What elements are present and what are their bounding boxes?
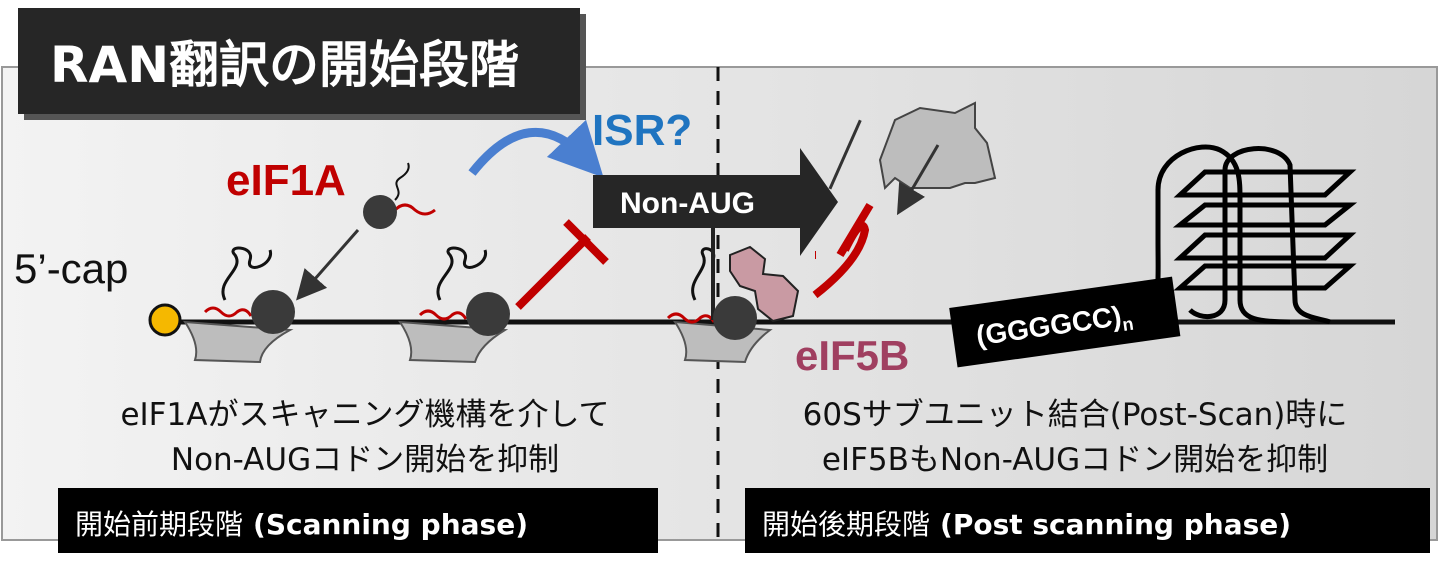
g-quadruplex-icon: [1148, 144, 1358, 325]
non-aug-arrow: [593, 148, 838, 256]
phase-label-post-scanning: 開始後期段階 (Post scanning phase): [745, 488, 1430, 553]
subunit-binding-arrow: [828, 119, 862, 190]
title-box: [18, 8, 580, 114]
cap-icon: [148, 303, 182, 337]
eif1a-label: eIF1A: [226, 156, 346, 205]
phase-left-en: (Scanning phase): [253, 508, 528, 541]
phase-right-jp: 開始後期段階: [762, 508, 930, 541]
ribosome-40s-2: [398, 246, 510, 364]
eif-factor-icon: [466, 292, 510, 336]
cap-label: 5’-cap: [14, 245, 128, 292]
left-caption-line-1: eIF1Aがスキャニング機構を介して: [120, 397, 609, 433]
inhibition-symbol-eif1a: [515, 219, 609, 310]
phase-right-en: (Post scanning phase): [940, 508, 1291, 541]
repeat-subscript: n: [1121, 314, 1135, 335]
inhibition-symbol-eif5b: [812, 202, 874, 299]
binding-arrow: [296, 229, 360, 301]
ribosome-40s-3: [666, 228, 800, 364]
free-eif1a: [363, 162, 436, 229]
eif5b-label: eIF5B: [795, 332, 909, 379]
svg-text:開始後期段階(Post scanning phase): 開始後期段階 (Post scanning phase): [762, 508, 1291, 541]
eif-factor-icon: [251, 290, 295, 334]
phase-label-scanning: 開始前期段階 (Scanning phase): [58, 488, 658, 553]
isr-label: ISR?: [592, 106, 692, 155]
eif-factor-icon: [713, 296, 757, 340]
repeat-region: (GGGGCC)n: [949, 276, 1181, 368]
right-caption-line-2: eIF5BもNon-AUGコドン開始を抑制: [822, 442, 1328, 478]
right-caption-line-1: 60Sサブユニット結合(Post-Scan)時に: [803, 397, 1348, 433]
svg-text:開始前期段階(Scanning phase): 開始前期段階 (Scanning phase): [75, 508, 528, 541]
phase-left-jp: 開始前期段階: [75, 508, 243, 541]
non-aug-label: Non-AUG: [620, 187, 755, 220]
ribosome-40s-1: [183, 246, 295, 364]
eif5b-protein-icon: [729, 245, 800, 323]
left-caption-line-2: Non-AUGコドン開始を抑制: [171, 442, 559, 478]
page-title: RAN翻訳の開始段階: [50, 36, 519, 94]
subunit-binding-arrow-line: [896, 144, 940, 216]
isr-arrow: [468, 119, 604, 178]
